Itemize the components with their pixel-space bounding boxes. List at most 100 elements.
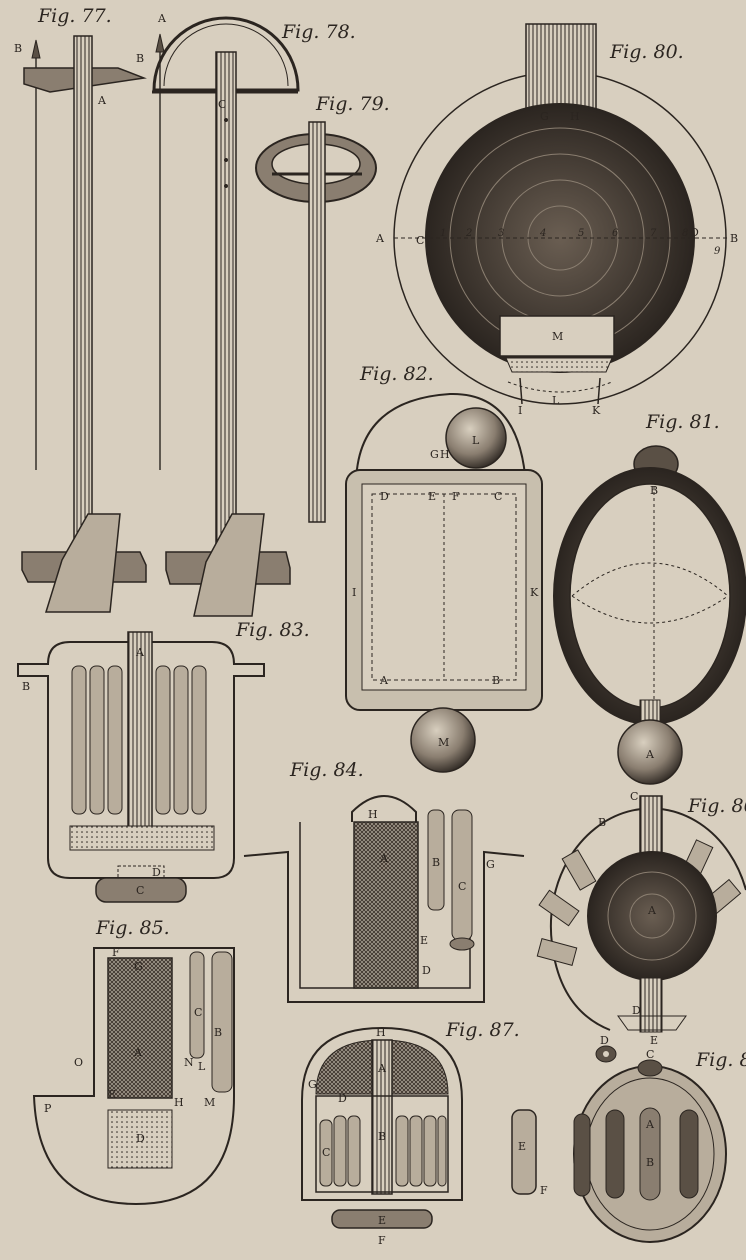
- fig88-label-c: C: [646, 1048, 654, 1061]
- fig82-label-h: H: [440, 448, 450, 461]
- fig87-label-b: B: [378, 1130, 386, 1143]
- fig80-label-h: H: [570, 110, 580, 123]
- fig87-label-e: E: [378, 1214, 386, 1227]
- fig80-label-b: B: [730, 232, 738, 245]
- fig87-cartridges: [319, 1115, 447, 1187]
- fig82-label-c: C: [494, 490, 502, 503]
- fig85-caption: Fig. 85.: [95, 917, 170, 939]
- fig84-label-b: B: [432, 856, 440, 869]
- figure-84: Fig. 84. H A B C D E G: [243, 759, 525, 1003]
- fig77-caption: Fig. 77.: [37, 5, 112, 27]
- fig82-caption: Fig. 82.: [359, 363, 434, 385]
- fig82-label-g: G: [430, 448, 439, 461]
- fig79-caption: Fig. 79.: [315, 93, 390, 115]
- figure-87: Fig. 87. H A B C D E F G: [301, 1019, 520, 1247]
- fig83-cartridges: [71, 665, 207, 815]
- fig83-label-d: D: [152, 866, 161, 879]
- figure-81: Fig. 81. B A: [553, 411, 746, 785]
- fig87-label-c: C: [322, 1146, 330, 1159]
- fig78-caption: Fig. 78.: [281, 21, 356, 43]
- fig80-label-g: G: [540, 110, 549, 123]
- fig88-label-b: B: [646, 1156, 654, 1169]
- fig80-scale-8: 8: [682, 228, 688, 239]
- fig83-caption: Fig. 83.: [235, 619, 310, 641]
- fig84-label-c: C: [458, 880, 466, 893]
- fig88-label-f: F: [540, 1184, 548, 1197]
- fig85-label-m: M: [204, 1096, 215, 1109]
- figure-86: Fig. 86 A B C D E: [536, 790, 746, 1063]
- fig85-label-f: F: [112, 946, 120, 959]
- figure-82: Fig. 82. L M D E F C G H I K A B: [345, 363, 543, 773]
- fig87-label-g: G: [308, 1078, 317, 1091]
- fig80-label-l: L: [552, 394, 560, 407]
- fig82-label-e: E: [428, 490, 436, 503]
- fig87-label-h: H: [376, 1026, 386, 1039]
- fig87-label-a: A: [377, 1062, 387, 1075]
- fig88-caption: Fig. 8: [695, 1049, 746, 1071]
- fig82-label-k: K: [530, 586, 539, 599]
- fig82-label-b: B: [492, 674, 500, 687]
- figure-77: Fig. 77. B A: [14, 5, 147, 613]
- fig80-scale-numbers: 1 2 3 4 5 6 7 8 9: [440, 228, 721, 257]
- fig80-label-m: M: [552, 330, 563, 343]
- fig82-label-f: F: [452, 490, 460, 503]
- fig80-label-c: C: [416, 234, 424, 247]
- fig85-label-b: B: [214, 1026, 222, 1039]
- fig80-caption: Fig. 80.: [609, 41, 684, 63]
- fig86-label-d: D: [632, 1004, 641, 1017]
- fig77-label-a: A: [97, 94, 107, 107]
- fig84-label-a: A: [379, 852, 389, 865]
- fig85-label-l: L: [198, 1060, 206, 1073]
- fig86-label-a: A: [647, 904, 657, 917]
- fig84-caption: Fig. 84.: [289, 759, 364, 781]
- fig86-caption: Fig. 86: [687, 795, 746, 817]
- figure-80: Fig. 80. A B C D G H I L K M 1 2 3 4 5 6…: [375, 23, 738, 417]
- fig86-label-b: B: [598, 816, 606, 829]
- fig80-scale-2: 2: [465, 228, 472, 239]
- fig80-scale-1: 1: [440, 228, 446, 239]
- fig80-label-d: D: [690, 226, 699, 239]
- fig80-label-k: K: [592, 404, 601, 417]
- fig82-label-i: I: [352, 586, 356, 599]
- figure-85: Fig. 85. A B C D E F G H L M N O P: [32, 917, 235, 1206]
- fig85-label-h: H: [174, 1096, 184, 1109]
- fig87-caption: Fig. 87.: [445, 1019, 520, 1041]
- fig80-scale-6: 6: [612, 228, 619, 239]
- fig81-caption: Fig. 81.: [645, 411, 720, 433]
- fig84-label-d: D: [422, 964, 431, 977]
- fig85-label-e: E: [108, 1088, 116, 1101]
- fig88-label-d: D: [600, 1034, 609, 1047]
- fig85-label-o: O: [74, 1056, 83, 1069]
- fig80-label-a: A: [375, 232, 385, 245]
- figure-88: Fig. 8 A B C D E F: [511, 1034, 746, 1243]
- fig81-label-b: B: [650, 484, 658, 497]
- fig85-label-n: N: [184, 1056, 194, 1069]
- fig80-scale-7: 7: [650, 228, 657, 239]
- fig84-label-e: E: [420, 934, 428, 947]
- figure-78: Fig. 78. A B C: [136, 12, 356, 617]
- fig85-label-c: C: [194, 1006, 202, 1019]
- fig82-label-d: D: [380, 490, 389, 503]
- fig85-label-d: D: [136, 1132, 145, 1145]
- fig86-label-c: C: [630, 790, 638, 803]
- fig77-label-b: B: [14, 42, 22, 55]
- fig85-label-a: A: [133, 1046, 143, 1059]
- fig85-label-p: P: [44, 1102, 52, 1115]
- fig85-label-g: G: [134, 960, 143, 973]
- fig80-scale-9: 9: [714, 246, 721, 257]
- fig82-label-m: M: [438, 736, 449, 749]
- fig78-label-a: A: [157, 12, 167, 25]
- figure-83: Fig. 83. A B C D: [17, 619, 310, 903]
- fig84-label-h: H: [368, 808, 378, 821]
- fig88-label-a: A: [645, 1118, 655, 1131]
- fig78-label-c: C: [218, 98, 226, 111]
- fig88-label-e: E: [518, 1140, 526, 1153]
- fig83-label-b: B: [22, 680, 30, 693]
- fig83-label-c: C: [136, 884, 144, 897]
- fig83-label-a: A: [135, 646, 145, 659]
- fig80-scale-3: 3: [498, 228, 504, 239]
- fig78-label-b: B: [136, 52, 144, 65]
- fig82-label-l: L: [472, 434, 480, 447]
- fig82-label-a: A: [379, 674, 389, 687]
